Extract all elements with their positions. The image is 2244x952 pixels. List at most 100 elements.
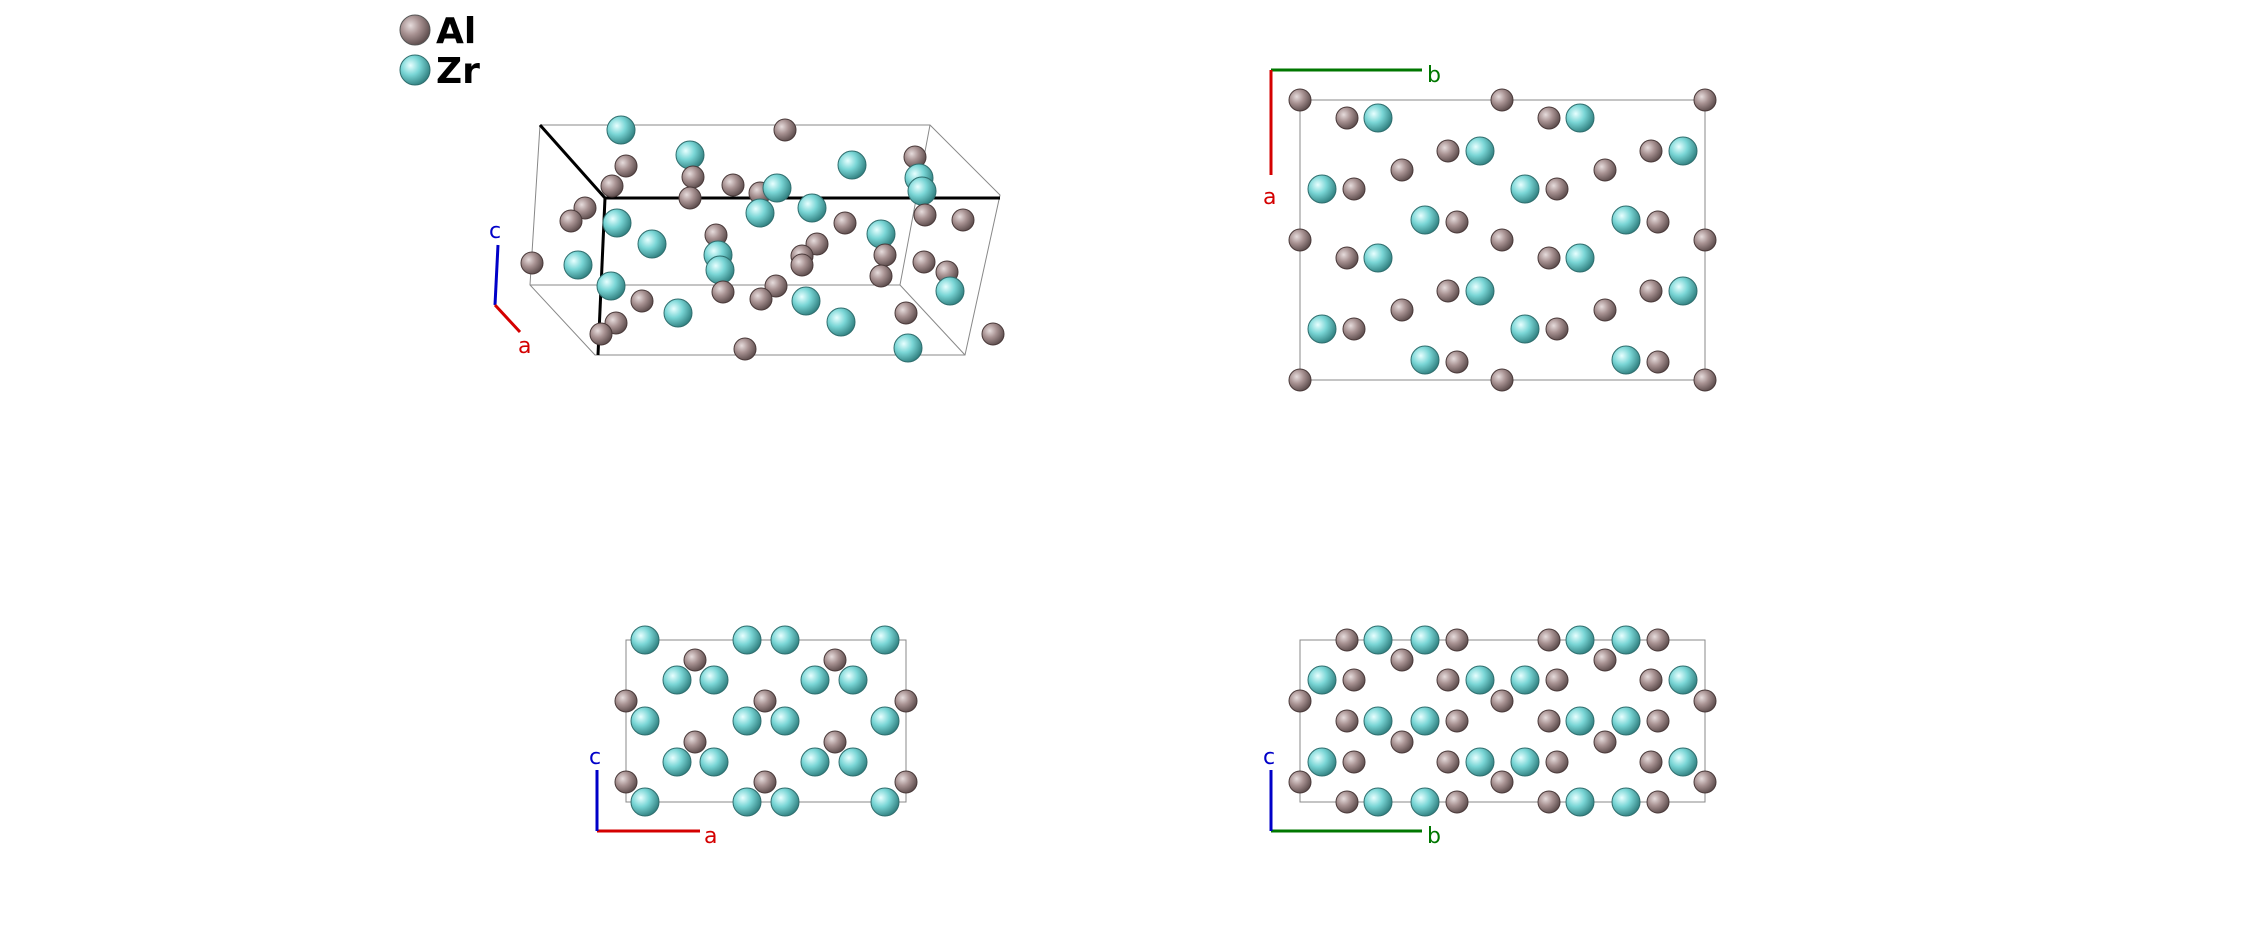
al-atom: [1288, 770, 1312, 794]
zr-atom: [745, 198, 775, 228]
zr-atom: [705, 255, 735, 285]
al-atom: [681, 165, 705, 189]
zr-atom: [866, 219, 896, 249]
zr-atom: [870, 787, 900, 817]
atoms-ac-view: [614, 625, 918, 817]
al-atom: [520, 251, 544, 275]
al-atom: [683, 730, 707, 754]
zr-atom: [838, 747, 868, 777]
zr-atom: [826, 307, 856, 337]
zr-atom: [630, 625, 660, 655]
legend-al-marker: [399, 14, 431, 46]
al-atom: [1445, 350, 1469, 374]
legend-zr-label: Zr: [436, 51, 480, 92]
zr-atom: [606, 115, 636, 145]
zr-atom: [1668, 276, 1698, 306]
al-atom: [1288, 228, 1312, 252]
zr-atom: [1363, 243, 1393, 273]
al-atom: [894, 770, 918, 794]
axis-label-c: c: [589, 745, 601, 770]
al-atom: [1490, 689, 1514, 713]
axis-indicator-ac: c a: [589, 745, 717, 849]
al-atom: [1490, 368, 1514, 392]
zr-atom: [1410, 706, 1440, 736]
al-atom: [1693, 88, 1717, 112]
zr-atom: [1565, 787, 1595, 817]
al-atom: [1593, 298, 1617, 322]
al-atom: [1593, 730, 1617, 754]
al-atom: [600, 174, 624, 198]
al-atom: [1693, 228, 1717, 252]
al-atom: [1390, 298, 1414, 322]
al-atom: [559, 209, 583, 233]
axis-label-c: c: [489, 219, 501, 244]
zr-atom: [630, 787, 660, 817]
axis-label-c: c: [1263, 745, 1275, 770]
al-atom: [1537, 246, 1561, 270]
al-atom: [1646, 350, 1670, 374]
zr-atom: [1565, 706, 1595, 736]
zr-atom: [1363, 625, 1393, 655]
al-atom: [614, 770, 638, 794]
al-atom: [913, 203, 937, 227]
zr-atom: [935, 276, 965, 306]
al-atom: [683, 648, 707, 672]
al-atom: [951, 208, 975, 232]
al-atom: [869, 264, 893, 288]
al-atom: [833, 211, 857, 235]
zr-atom: [907, 176, 937, 206]
al-atom: [823, 648, 847, 672]
zr-atom: [675, 140, 705, 170]
al-atom: [711, 280, 735, 304]
al-atom: [1490, 88, 1514, 112]
legend-al-label: Al: [436, 11, 476, 52]
zr-atom: [1307, 747, 1337, 777]
al-atom: [1390, 648, 1414, 672]
al-atom: [1545, 317, 1569, 341]
zr-atom: [1465, 747, 1495, 777]
al-atom: [1593, 648, 1617, 672]
zr-atom: [870, 625, 900, 655]
zr-atom: [800, 665, 830, 695]
zr-atom: [1363, 103, 1393, 133]
al-atom: [1490, 770, 1514, 794]
zr-atom: [1668, 747, 1698, 777]
al-atom: [1693, 770, 1717, 794]
zr-atom: [1565, 243, 1595, 273]
zr-atom: [1307, 314, 1337, 344]
axis-label-a: a: [518, 334, 531, 359]
al-atom: [1693, 689, 1717, 713]
axis-label-a: a: [704, 824, 717, 849]
al-atom: [773, 118, 797, 142]
zr-atom: [602, 208, 632, 238]
axis-indicator-ab: b a: [1263, 63, 1441, 210]
zr-atom: [732, 787, 762, 817]
zr-atom: [699, 747, 729, 777]
al-atom: [1545, 177, 1569, 201]
atoms-ab-view: [1288, 88, 1717, 392]
al-atom: [1445, 210, 1469, 234]
view-ac-panel: c a: [589, 625, 918, 849]
al-atom: [1436, 279, 1460, 303]
al-atom: [1537, 709, 1561, 733]
al-atom: [614, 689, 638, 713]
al-atom: [1288, 368, 1312, 392]
zr-atom: [630, 706, 660, 736]
axis-indicator-bc: c b: [1263, 745, 1441, 849]
al-atom: [1288, 689, 1312, 713]
zr-atom: [1510, 747, 1540, 777]
al-atom: [1490, 228, 1514, 252]
zr-atom: [770, 787, 800, 817]
al-atom: [1342, 317, 1366, 341]
al-atom: [1445, 628, 1469, 652]
al-atom: [614, 154, 638, 178]
al-atom: [1335, 628, 1359, 652]
zr-atom: [1410, 345, 1440, 375]
zr-atom: [870, 706, 900, 736]
al-atom: [981, 322, 1005, 346]
zr-atom: [1611, 345, 1641, 375]
al-atom: [1537, 628, 1561, 652]
al-atom: [912, 250, 936, 274]
zr-atom: [1307, 665, 1337, 695]
